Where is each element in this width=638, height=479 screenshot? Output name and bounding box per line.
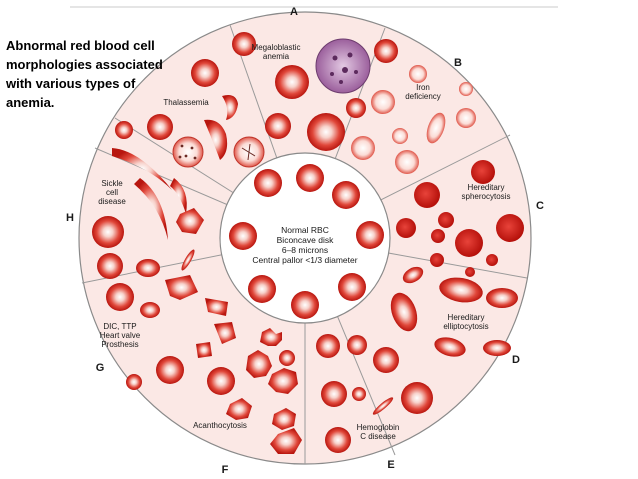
svg-text:Iron: Iron (416, 83, 430, 92)
svg-text:anemia: anemia (263, 52, 290, 61)
svg-text:Heart valve: Heart valve (100, 331, 141, 340)
svg-text:spherocytosis: spherocytosis (462, 192, 511, 201)
sector-thalassemia-cells (115, 59, 265, 168)
sector-megaloblastic-label: Megaloblastic anemia (252, 43, 301, 61)
letter-d: D (512, 354, 520, 366)
svg-text:disease: disease (98, 197, 126, 206)
svg-text:DIC, TTP: DIC, TTP (103, 322, 136, 331)
svg-text:Megaloblastic: Megaloblastic (252, 43, 301, 52)
letter-e: E (387, 459, 394, 471)
sector-hemoglobin-c-cells (316, 334, 433, 453)
letter-a: A (290, 6, 298, 18)
svg-text:Hemoglobin: Hemoglobin (357, 423, 400, 432)
sector-spherocytosis-cells (396, 160, 524, 277)
sector-dic-cells (106, 275, 236, 390)
sector-elliptocytosis-label: Hereditary elliptocytosis (443, 313, 488, 331)
sector-acanthocytosis-label: Acanthocytosis (193, 421, 247, 430)
svg-text:deficiency: deficiency (405, 92, 441, 101)
sector-thalassemia-label: Thalassemia (163, 98, 209, 107)
center-text: Normal RBC Biconcave disk 6–8 microns Ce… (252, 225, 357, 265)
sector-iron-cells (351, 65, 476, 174)
sector-megaloblastic-cells (232, 32, 398, 151)
letter-c: C (536, 200, 544, 212)
figure-caption: Abnormal red blood cell morphologies ass… (6, 38, 163, 110)
svg-text:cell: cell (106, 188, 118, 197)
svg-text:Thalassemia: Thalassemia (163, 98, 209, 107)
center-line-1: Normal RBC (281, 225, 329, 235)
sector-iron-label: Iron deficiency (405, 83, 441, 101)
svg-text:Sickle: Sickle (101, 179, 123, 188)
sector-elliptocytosis-cells (390, 266, 518, 357)
letter-f: F (222, 464, 229, 476)
sector-sickle-cells (92, 148, 204, 279)
sector-dic-label: DIC, TTP Heart valve Prosthesis (100, 322, 141, 349)
letter-b: B (454, 57, 462, 69)
svg-text:Prosthesis: Prosthesis (101, 340, 138, 349)
top-rule (70, 6, 558, 8)
letter-h: H (66, 212, 74, 224)
normal-rbc-cells (229, 164, 384, 319)
svg-text:Acanthocytosis: Acanthocytosis (193, 421, 247, 430)
center-line-2: Biconcave disk (277, 235, 334, 245)
svg-text:Hereditary: Hereditary (448, 313, 485, 322)
svg-text:Hereditary: Hereditary (468, 183, 505, 192)
sector-letters: A B C D E F G H (66, 6, 544, 476)
center-line-3: 6–8 microns (282, 245, 328, 255)
sector-spherocytosis-label: Hereditary spherocytosis (462, 183, 511, 201)
svg-text:elliptocytosis: elliptocytosis (443, 322, 488, 331)
sector-hemoglobin-c-label: Hemoglobin C disease (357, 423, 400, 441)
sector-acanthocytosis-cells (207, 328, 302, 454)
letter-g: G (96, 362, 105, 374)
center-line-4: Central pallor <1/3 diameter (252, 255, 357, 265)
svg-text:C disease: C disease (360, 432, 396, 441)
sector-sickle-label: Sickle cell disease (98, 179, 126, 206)
